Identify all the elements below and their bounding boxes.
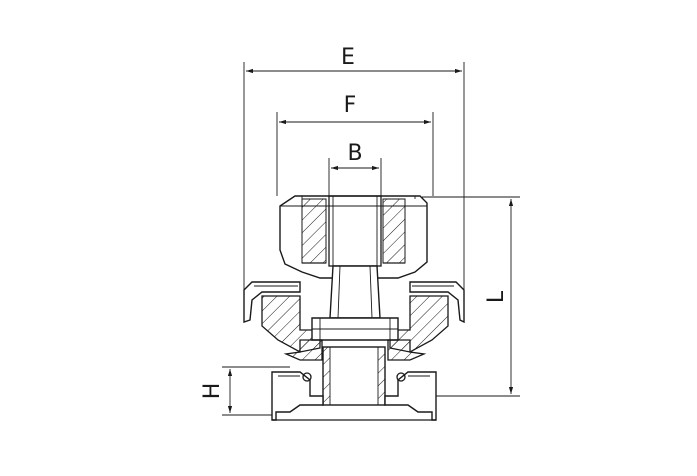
dimension-b-label: B <box>347 141 362 166</box>
dimension-e: E <box>243 45 465 290</box>
dimension-h: H <box>200 366 290 416</box>
dimension-l-label: L <box>484 290 509 303</box>
dimension-h-label: H <box>200 383 225 400</box>
dimension-f: F <box>276 93 434 196</box>
fitting-section <box>243 195 465 421</box>
dimension-e-label: E <box>341 45 355 70</box>
dimension-b: B <box>328 141 382 200</box>
dimension-f-label: F <box>344 93 357 118</box>
